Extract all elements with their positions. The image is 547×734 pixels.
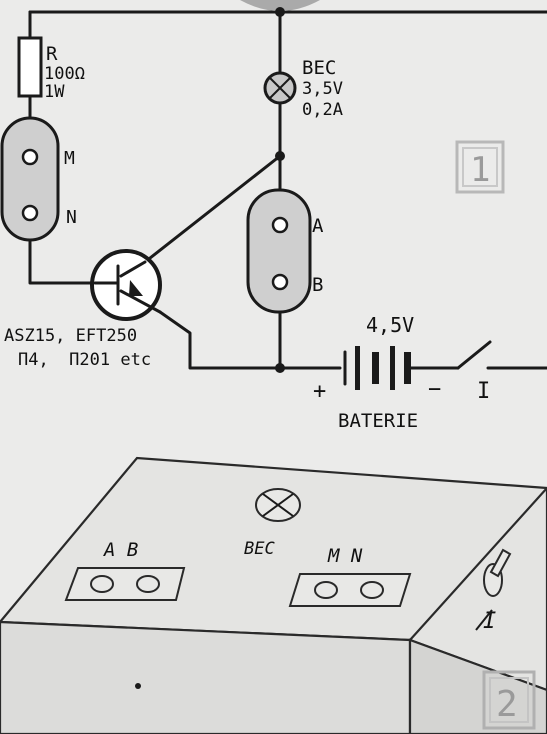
- box-lamp-cross: [262, 493, 294, 517]
- switch-label: I: [477, 379, 490, 404]
- transistor-emitter-lead: [119, 289, 162, 314]
- box-front-face: [0, 620, 412, 734]
- box-hole-n: [360, 581, 384, 599]
- box-lamp-label: BEC: [244, 539, 275, 559]
- box-switch-label: I: [483, 609, 496, 634]
- lamp-current: 0,2A: [302, 100, 343, 120]
- label-n: N: [66, 207, 77, 228]
- figure-number-2: 2: [496, 684, 518, 725]
- figure-number-2-badge: 2: [482, 670, 536, 730]
- battery-name: BATERIE: [338, 410, 418, 432]
- lamp-voltage: 3,5V: [302, 79, 343, 99]
- box-switch-label-underline: [475, 609, 493, 631]
- battery-plus: +: [313, 379, 326, 404]
- transistor-type-line1: ASZ15, EFT250: [4, 326, 138, 346]
- box-hole-b: [136, 575, 160, 593]
- battery-symbol: [343, 346, 411, 390]
- resistor-name: R: [46, 43, 58, 65]
- terminal-n: [21, 204, 39, 222]
- collector-wire: [143, 154, 282, 264]
- tester-box: BEC A B M N I 2: [0, 456, 547, 734]
- battery-voltage: 4,5V: [366, 313, 414, 337]
- switch-symbol: [456, 340, 547, 370]
- lamp-name: BEC: [302, 57, 336, 79]
- transistor-emitter-arrow: [129, 280, 143, 296]
- box-front-dot: [135, 683, 141, 689]
- box-hole-a: [90, 575, 114, 593]
- terminal-b: [271, 273, 289, 291]
- lamp-cross: [268, 76, 292, 100]
- box-socket-mn-label: M N: [327, 545, 363, 567]
- schematic: R 100Ω 1W M N BEC 3,5V 0,2A A B: [0, 0, 547, 432]
- emitter-wire: [158, 310, 342, 370]
- probe-socket-mn: [0, 116, 60, 242]
- figure-number-1: 1: [470, 150, 490, 190]
- resistor-value: 100Ω: [44, 64, 85, 84]
- resistor-power: 1W: [44, 82, 65, 102]
- box-socket-ab-label: A B: [103, 539, 138, 561]
- box-switch-lever: [489, 548, 512, 578]
- box-socket-ab: [64, 567, 186, 601]
- transistor-collector-lead: [119, 260, 147, 278]
- label-a: A: [312, 215, 324, 237]
- terminal-a: [271, 216, 289, 234]
- transistor-symbol: [90, 249, 162, 321]
- terminal-m: [21, 148, 39, 166]
- base-wire: [28, 238, 97, 285]
- resistor-symbol: [17, 36, 43, 98]
- transistor-type-line2: Π4, Π201 etc: [18, 350, 152, 370]
- battery-minus: −: [428, 377, 441, 402]
- box-hole-m: [314, 581, 338, 599]
- box-top-edge: [409, 487, 547, 641]
- box-socket-mn: [288, 573, 412, 607]
- top-node-blob: [240, 0, 320, 11]
- bottom-junction: [275, 363, 285, 373]
- socket-ab: [246, 188, 312, 314]
- figure-number-1-badge: 1: [455, 140, 505, 194]
- label-m: M: [64, 148, 75, 169]
- label-b: B: [312, 274, 323, 296]
